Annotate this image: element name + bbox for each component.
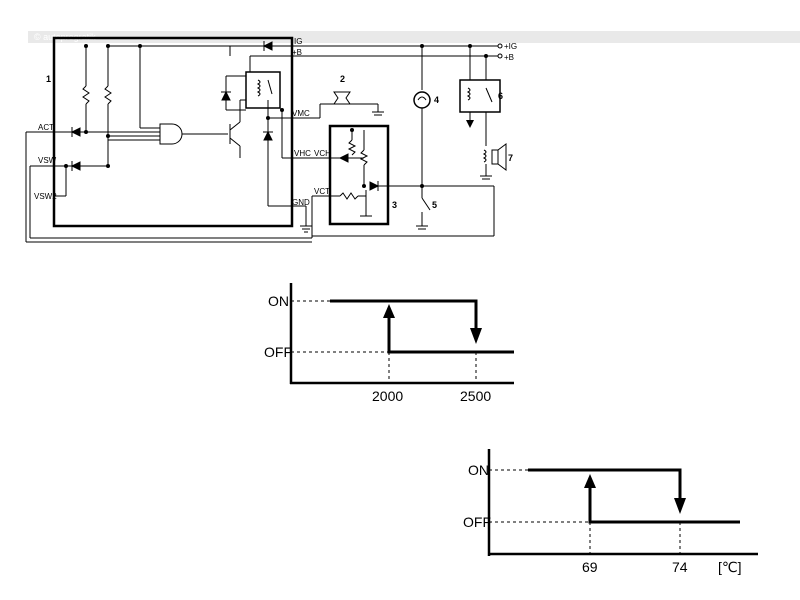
- callout-5: 5: [432, 200, 437, 210]
- pin-vsw2: VSW2: [34, 192, 57, 201]
- chart2-off-path: [588, 486, 740, 524]
- pin-vsw: VSW: [38, 156, 57, 165]
- callout-2: 2: [340, 74, 345, 84]
- pin-ig: IG: [294, 37, 302, 46]
- pin-vct: VCT: [314, 187, 330, 196]
- watermark-bar: [28, 31, 800, 43]
- pin-vhc: VHC: [294, 149, 311, 158]
- chart1-on-path: [330, 299, 478, 340]
- chart2-tick-74: 74: [672, 559, 688, 575]
- pin-vch: VCH: [314, 149, 331, 158]
- chart2-x-unit: [℃]: [718, 559, 742, 575]
- chart1-label-on: ON: [268, 293, 289, 309]
- chart2-label-on: ON: [468, 462, 489, 478]
- chart2-label-off: OFF: [463, 514, 491, 530]
- callout-7: 7: [508, 153, 513, 163]
- chart1-tick-2500: 2500: [460, 388, 491, 404]
- pin-gnd: GND: [292, 198, 310, 207]
- callout-1: 1: [46, 74, 51, 84]
- chart2-on-path: [528, 468, 682, 508]
- chart1-tick-2000: 2000: [372, 388, 403, 404]
- chart2-arrow-down: [674, 498, 686, 514]
- callout-4: 4: [434, 95, 439, 105]
- chart2-tick-69: 69: [582, 559, 598, 575]
- chart1-label-off: OFF: [264, 344, 292, 360]
- pin-b: +B: [292, 48, 302, 57]
- pin-ext-ig: +IG: [504, 42, 517, 51]
- chart1-arrow-down: [470, 328, 482, 344]
- pin-vmc: VMC: [292, 109, 310, 118]
- pin-ext-b: +B: [504, 53, 514, 62]
- callout-3: 3: [392, 200, 397, 210]
- chart1-arrow-up: [383, 304, 395, 318]
- callout-6: 6: [498, 91, 503, 101]
- chart1-off-path: [387, 316, 514, 354]
- chart2-arrow-up: [584, 474, 596, 488]
- pin-act: ACT: [38, 123, 54, 132]
